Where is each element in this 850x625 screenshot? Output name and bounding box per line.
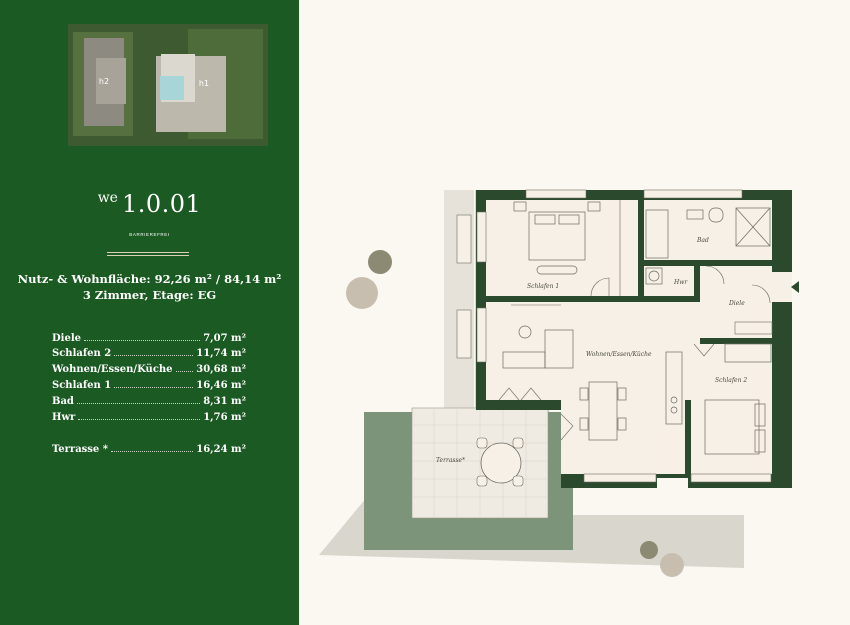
dot-leader: [175, 363, 194, 372]
terrace-row: Terrasse * 16,24 m²: [52, 443, 246, 457]
room-name: Wohnen/Essen/Küche: [52, 364, 173, 375]
label-diele: Diele: [728, 300, 745, 307]
accessibility-badge: BARRIEREFREI: [129, 232, 170, 237]
room-name: Hwr: [52, 412, 76, 423]
room-row: Diele 7,07 m²: [52, 332, 246, 346]
dot-leader: [111, 443, 194, 452]
room-area: 7,07 m²: [203, 333, 246, 344]
label-terrasse: Terrasse*: [436, 457, 465, 464]
dot-leader: [114, 379, 194, 388]
door-swing: [705, 265, 725, 285]
tree: [660, 553, 684, 577]
room-schlafen-2: [691, 344, 772, 474]
tree: [368, 250, 392, 274]
site-plan-label-h2: h2: [99, 77, 109, 86]
building-h2-roof: [96, 58, 126, 104]
terrace-table: [480, 442, 522, 484]
room-row: Wohnen/Essen/Küche 30,68 m²: [52, 363, 246, 377]
label-schlafen-1: Schlafen 1: [527, 283, 559, 290]
unit-number: 1.0.01: [121, 190, 202, 218]
entrance-marker-icon: [791, 281, 799, 293]
label-bad: Bad: [696, 237, 709, 244]
dot-leader: [76, 395, 201, 404]
rooms-summary: 3 Zimmer, Etage: EG: [82, 288, 217, 302]
room-area: 30,68 m²: [196, 364, 246, 375]
terrace-door-icon: [498, 387, 542, 401]
site-plan-label-h1: h1: [199, 79, 209, 88]
room-bad: [644, 200, 772, 260]
room-row: Hwr 1,76 m²: [52, 411, 246, 425]
door-swing: [751, 284, 771, 304]
living-furniture: [502, 325, 683, 441]
dot-leader: [78, 411, 201, 420]
area-summary: Nutz- & Wohnfläche: 92,26 m² / 84,14 m²: [17, 272, 282, 286]
door-swing: [693, 343, 715, 357]
room-row: Schlafen 1 16,46 m²: [52, 379, 246, 393]
site-plan-thumbnail: h2 h1: [68, 24, 268, 146]
room-area: 16,46 m²: [196, 380, 246, 391]
room-wohnen: [561, 338, 685, 474]
room-schlafen-1: [486, 200, 638, 296]
door-swing: [560, 413, 574, 441]
label-schlafen-2: Schlafen 2: [715, 377, 747, 384]
divider: [107, 255, 189, 256]
room-name: Schlafen 1: [52, 380, 112, 391]
terrace-area: 16,24 m²: [196, 444, 246, 455]
pool: [160, 76, 184, 100]
terrace-chairs: [476, 437, 524, 487]
entrance-opening: [772, 272, 792, 302]
bed-schlafen-1: [513, 201, 601, 275]
terrace-name: Terrasse *: [52, 444, 109, 455]
door-swing: [590, 277, 610, 297]
room-area: 1,76 m²: [203, 412, 246, 423]
tree: [346, 277, 378, 309]
tree: [640, 541, 658, 559]
window-bay: [456, 309, 472, 359]
bathroom-fixtures: [645, 207, 771, 285]
bed-schlafen-2: [704, 343, 772, 455]
dot-leader: [84, 332, 201, 341]
windows: [476, 189, 772, 483]
room-row: Bad 8,31 m²: [52, 395, 246, 409]
label-wohnen: Wohnen/Essen/Küche: [586, 351, 652, 358]
room-name: Diele: [52, 333, 81, 344]
floor-plan: Schlafen 1 Bad Hwr Diele Wohnen/Essen/Kü…: [319, 189, 799, 577]
room-row: Schlafen 2 11,74 m²: [52, 347, 246, 361]
dot-leader: [114, 347, 194, 356]
room-area: 11,74 m²: [196, 348, 246, 359]
room-diele: [700, 266, 772, 338]
window-bay: [456, 214, 472, 264]
unit-prefix: we: [97, 190, 118, 206]
wardrobe: [734, 321, 773, 335]
divider: [107, 252, 189, 253]
room-area: 8,31 m²: [203, 396, 246, 407]
room-name: Bad: [52, 396, 74, 407]
room-name: Schlafen 2: [52, 348, 112, 359]
label-hwr: Hwr: [673, 279, 688, 286]
